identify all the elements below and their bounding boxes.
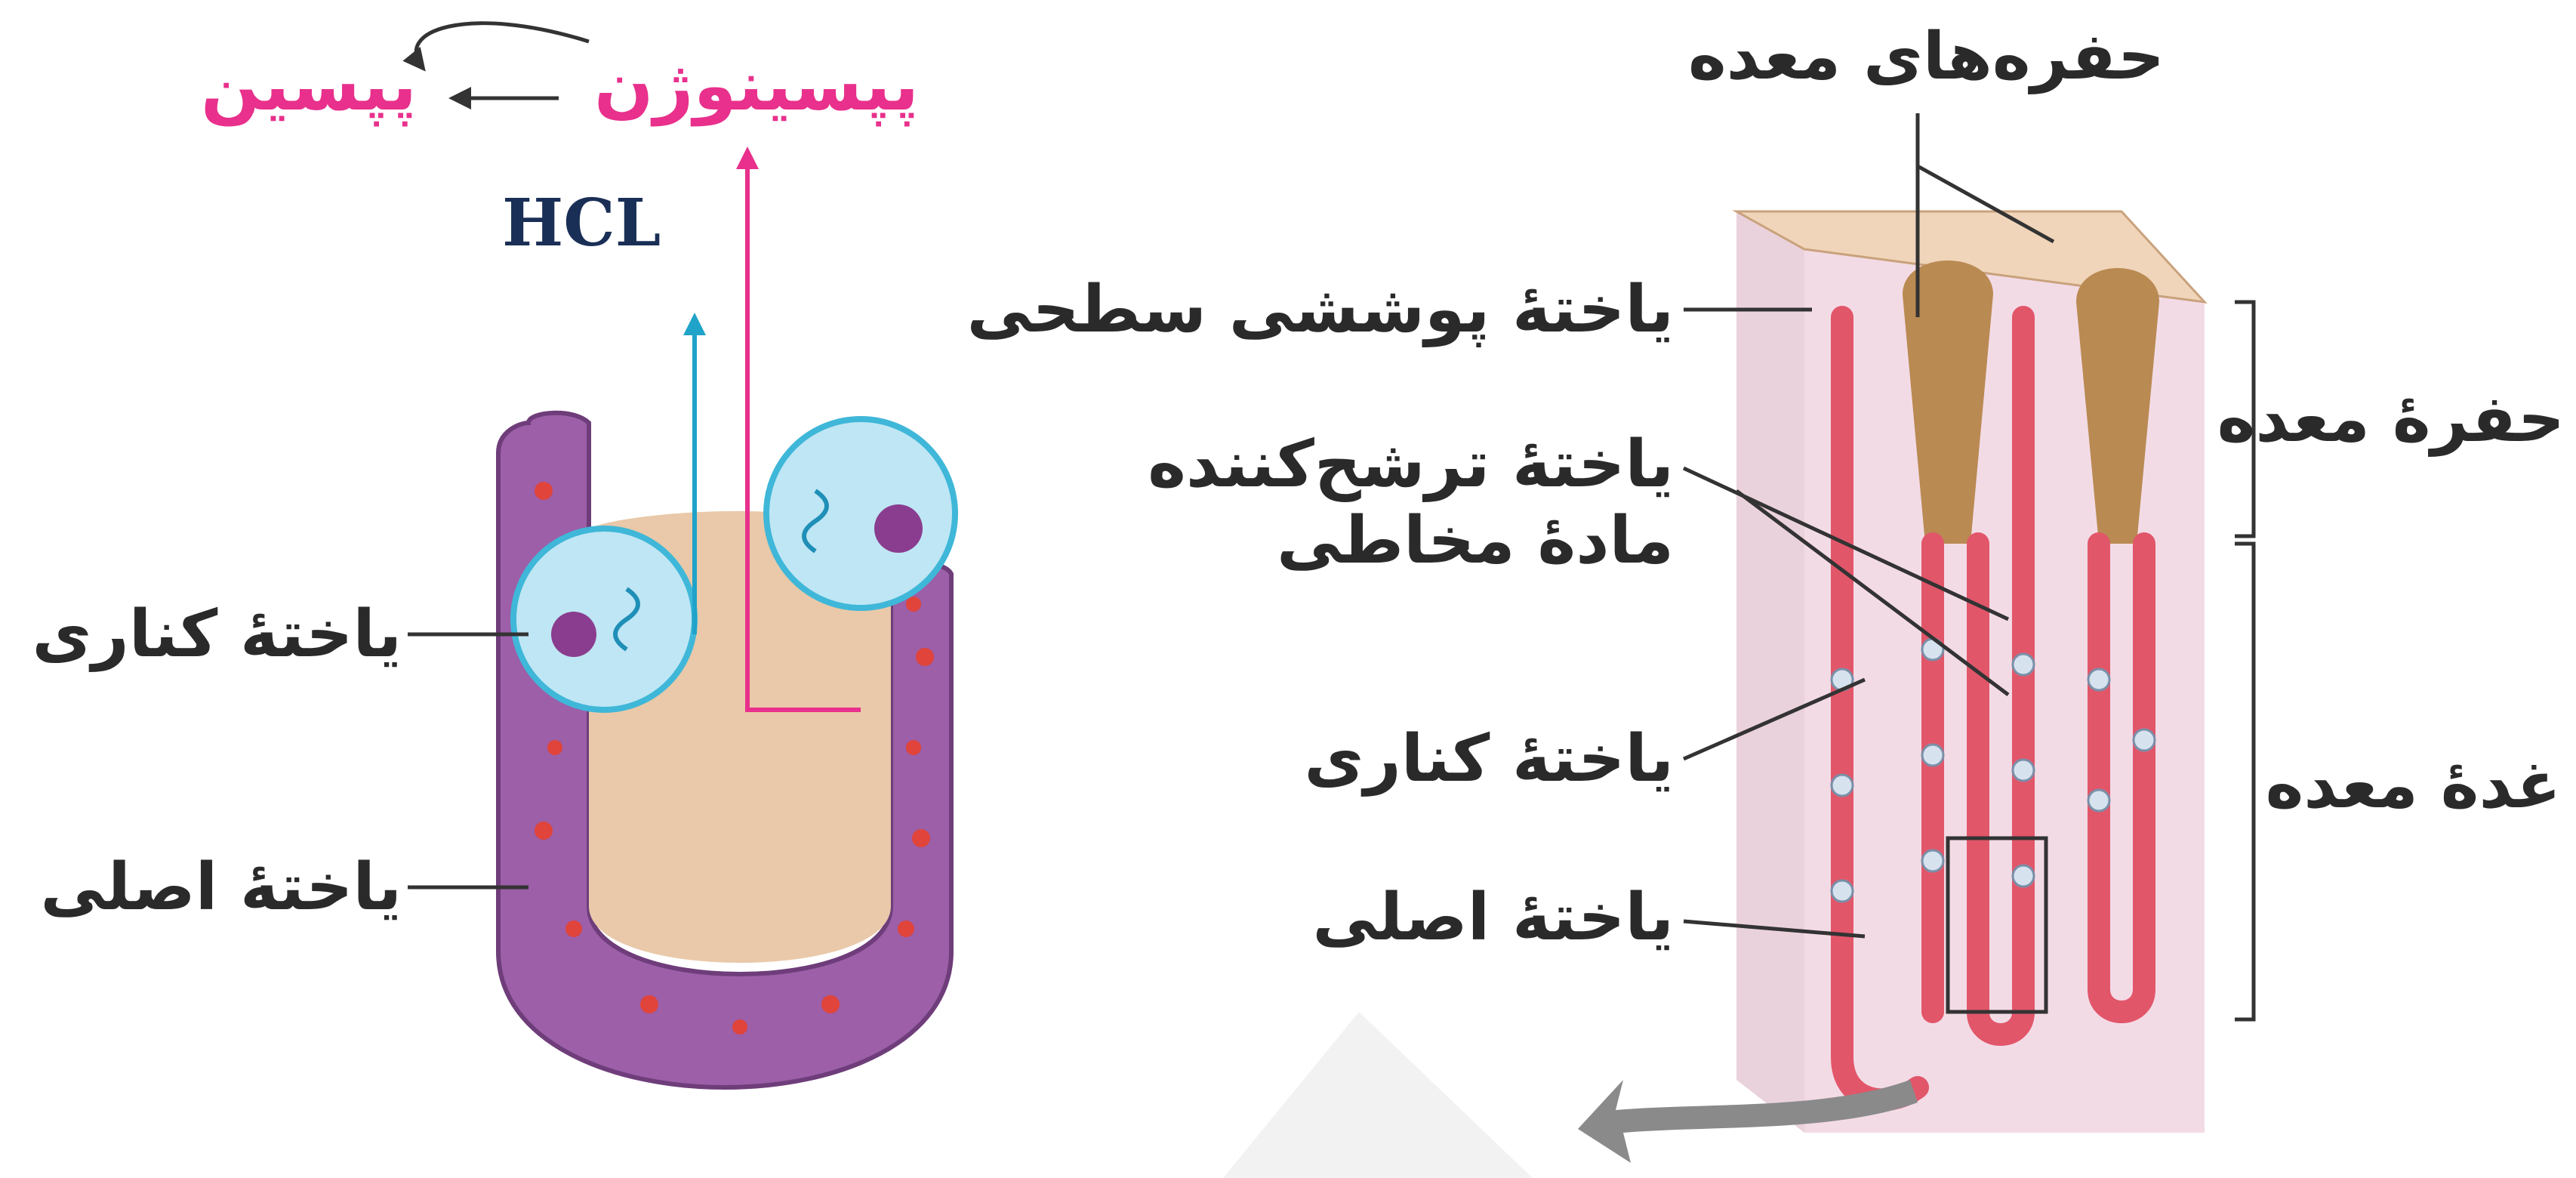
gastric-gland-label: غدهٔ معده	[2266, 748, 2561, 824]
block-side	[1736, 211, 1804, 1133]
parietal-cell-label-right: یاختهٔ کناری	[1304, 721, 1674, 797]
bracket-gland	[2235, 544, 2254, 1019]
chief-cell-label-right: یاختهٔ اصلی	[1313, 880, 1674, 956]
pepsinogen-label: پپسینوژن	[594, 45, 919, 128]
mucus-cell-line1: یاختهٔ ترشح‌کننده	[1148, 427, 1674, 503]
watermark-triangle	[1223, 1012, 1533, 1178]
parietal-cell-label-left: یاختهٔ کناری	[32, 597, 402, 673]
pepsin-label: پپسین	[201, 45, 417, 128]
surface-epithelial-cell-label: یاختهٔ پوششی سطحی	[967, 272, 1674, 348]
gastric-pits-label: حفره‌های معده	[1688, 19, 2165, 95]
gastric-gland-illustration	[408, 23, 955, 1087]
hcl-label: HCL	[502, 185, 661, 261]
mucus-secreting-cell-label: یاختهٔ ترشح‌کننده مادهٔ مخاطی	[1148, 427, 1674, 580]
mucus-cell-line2: مادهٔ مخاطی	[1148, 503, 1674, 579]
chief-cell-label-left: یاختهٔ اصلی	[41, 850, 402, 926]
gastric-pit-label: حفرهٔ معده	[2217, 381, 2565, 458]
parietal-cell-right	[766, 419, 955, 608]
conversion-curve-arrow	[416, 23, 589, 68]
parietal-cell-left	[513, 529, 695, 710]
